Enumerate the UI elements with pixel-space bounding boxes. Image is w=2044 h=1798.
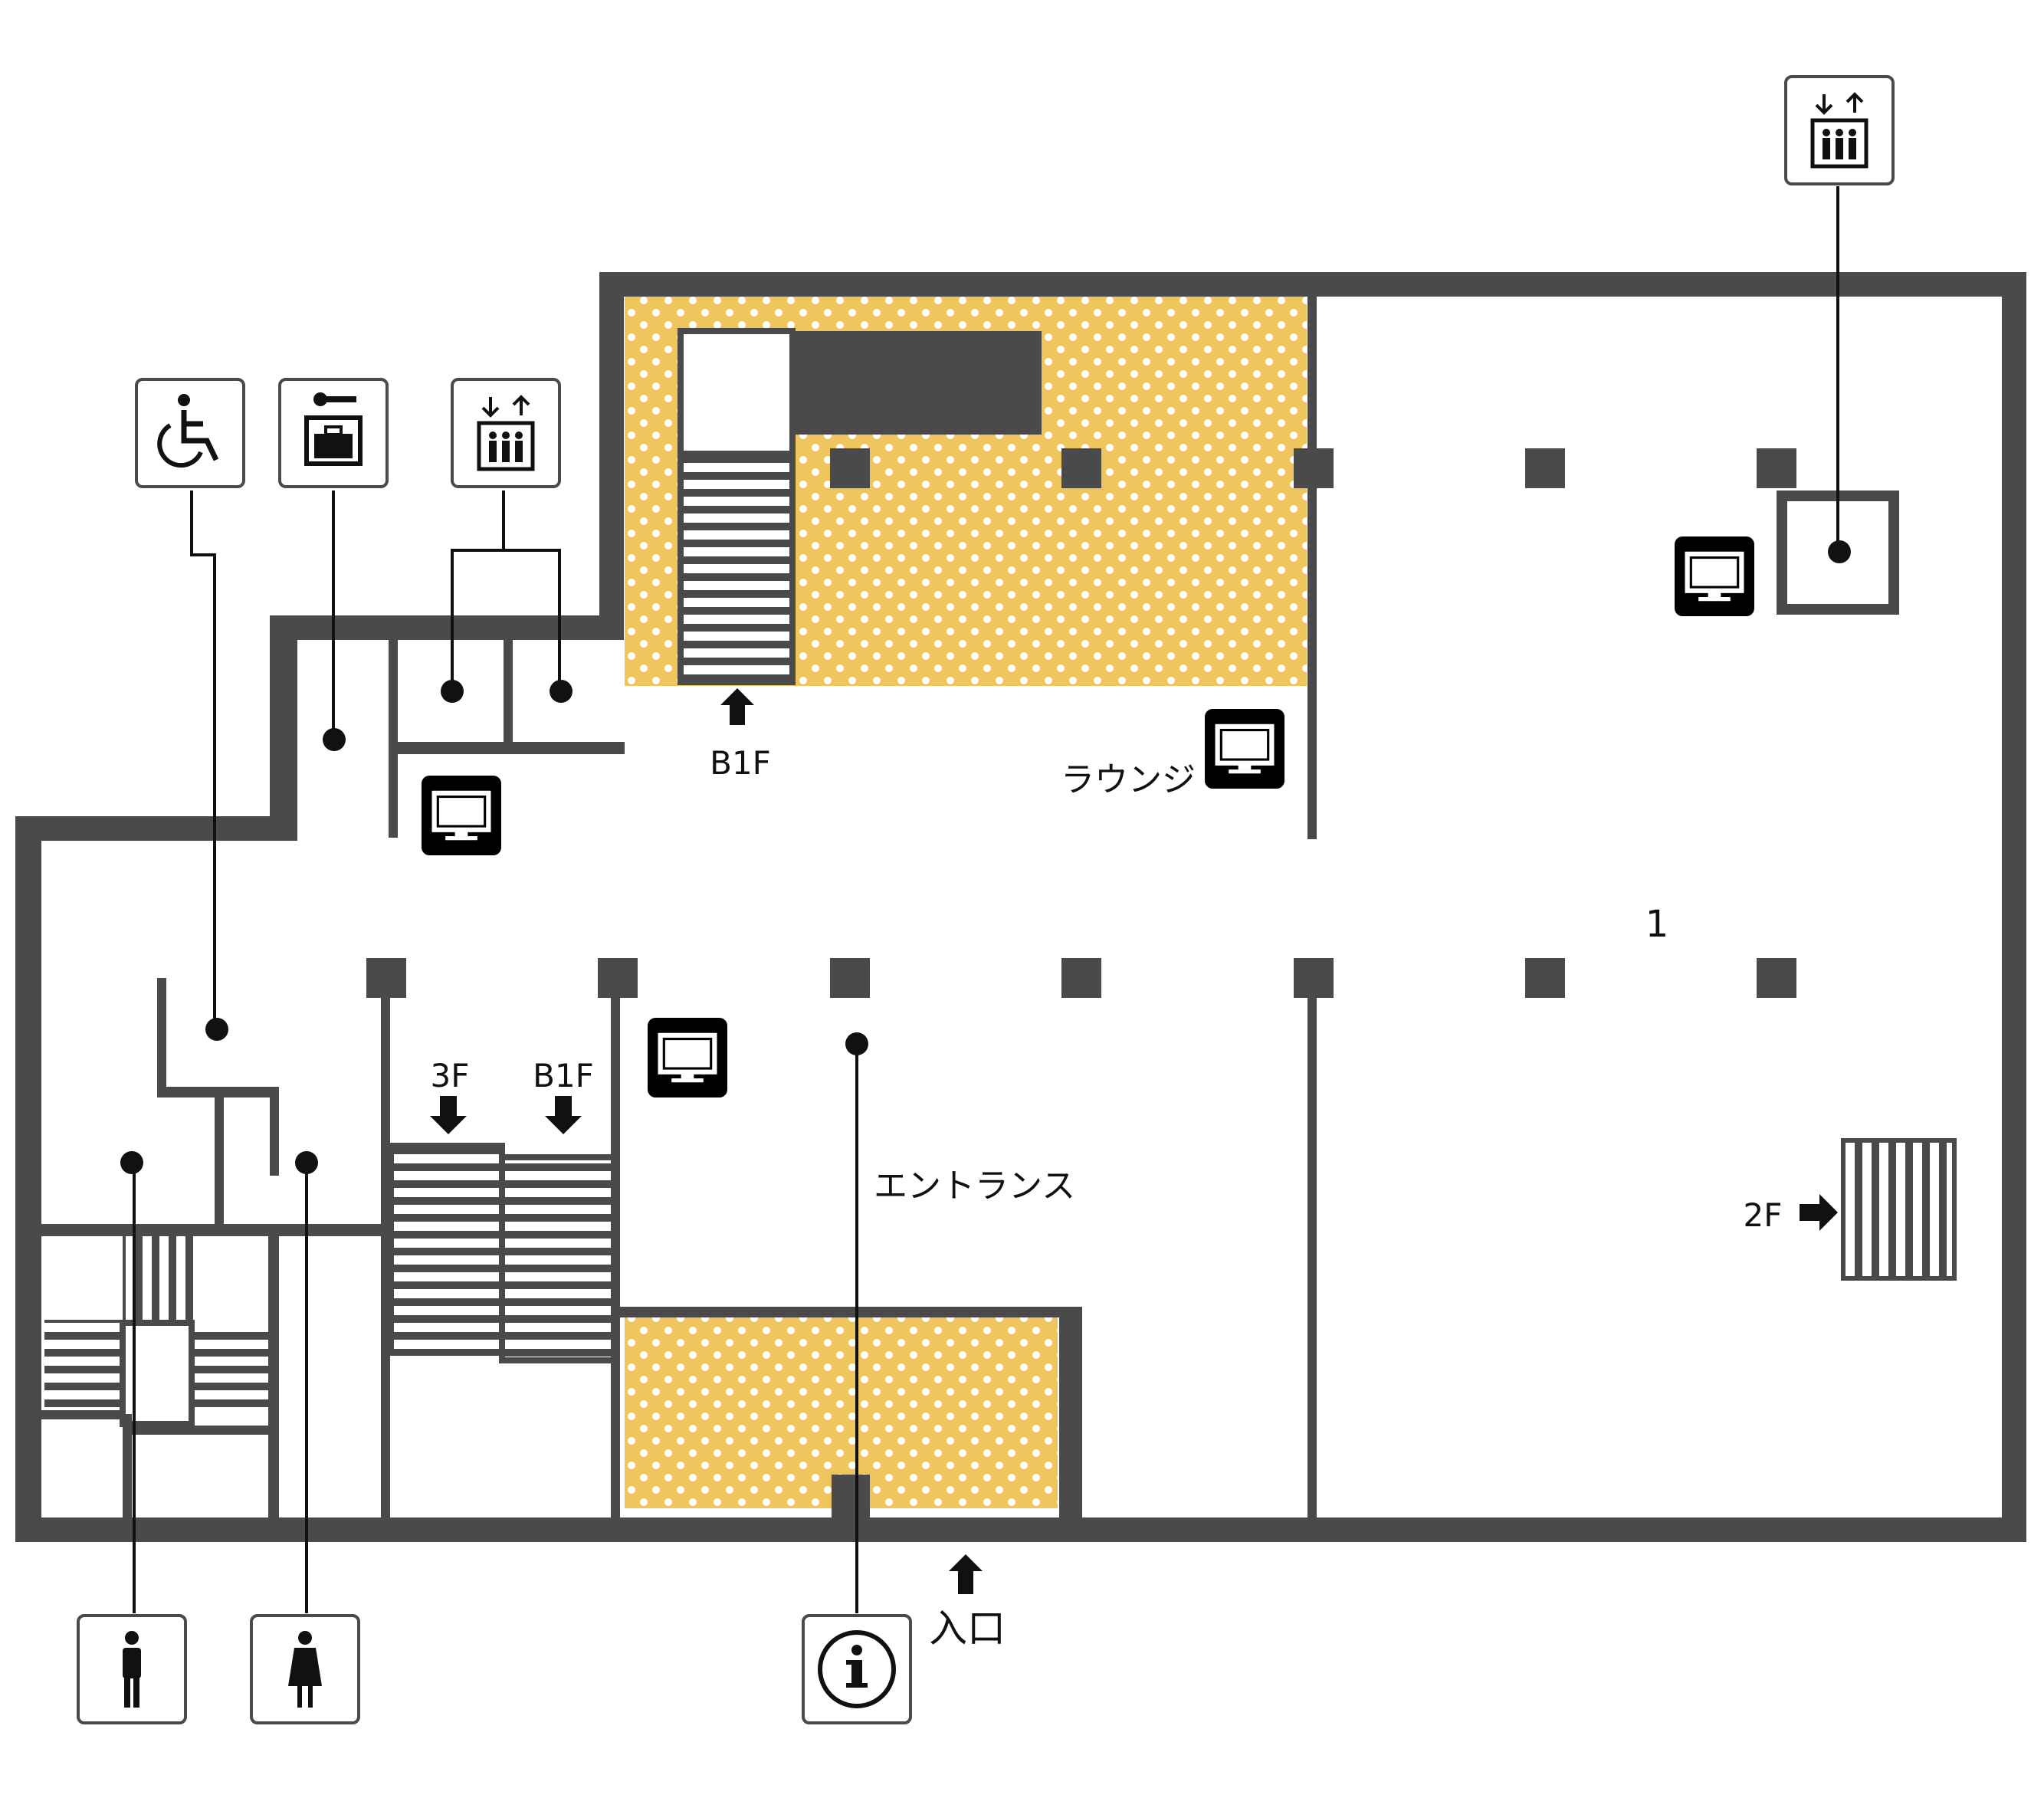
marker-elevator-c <box>1828 540 1851 563</box>
elevator-icon <box>1784 75 1895 185</box>
marker-elevator-b <box>550 680 573 703</box>
stairs-left-horizontal-a <box>44 1320 123 1410</box>
stairs-left-horizontal-b <box>193 1330 270 1412</box>
marker-mens-restroom <box>120 1151 143 1174</box>
label-stairs-b1f: B1F <box>533 1057 594 1094</box>
floor-number: 1 <box>1645 903 1669 946</box>
marker-elevator-a <box>441 680 464 703</box>
information-icon <box>802 1614 912 1724</box>
stairs-up-b1f-landing <box>678 328 796 457</box>
label-stairs-up-b1f: B1F <box>710 744 771 782</box>
label-stairs-2f: 2F <box>1744 1196 1783 1234</box>
stairs-up-b1f <box>678 451 796 685</box>
monitor-icon <box>1675 536 1754 616</box>
label-lounge: ラウンジ <box>1061 760 1196 799</box>
arrow-down-b1f <box>545 1096 582 1134</box>
mens-restroom-icon <box>77 1614 187 1724</box>
label-entrance: エントランス <box>874 1166 1075 1206</box>
coin-locker-icon <box>278 378 389 488</box>
marker-womens-restroom <box>295 1151 318 1174</box>
monitor-icon <box>422 776 501 855</box>
accessible-toilet-icon <box>135 378 245 488</box>
stairs-b1f <box>499 1154 618 1363</box>
leader-lines <box>120 186 1851 1613</box>
label-stairs-3f: 3F <box>431 1057 470 1094</box>
walls <box>15 272 2026 1542</box>
stairs-3f <box>388 1143 505 1356</box>
arrow-up-b1f <box>720 688 754 725</box>
marker-information <box>845 1032 868 1055</box>
arrow-down-3f <box>430 1096 467 1134</box>
monitor-icon <box>1205 709 1284 789</box>
marker-accessible-toilet <box>205 1018 228 1041</box>
stairs-2f <box>1841 1138 1957 1281</box>
arrow-up-entrance <box>949 1554 983 1594</box>
womens-restroom-icon <box>250 1614 360 1724</box>
elevator-icon <box>451 378 561 488</box>
label-entrance-arrow: 入口 <box>929 1606 1006 1651</box>
monitor-icon <box>648 1018 727 1098</box>
marker-coin-locker <box>323 728 346 751</box>
counter-block <box>792 331 1042 435</box>
arrow-right-2f <box>1800 1194 1838 1231</box>
